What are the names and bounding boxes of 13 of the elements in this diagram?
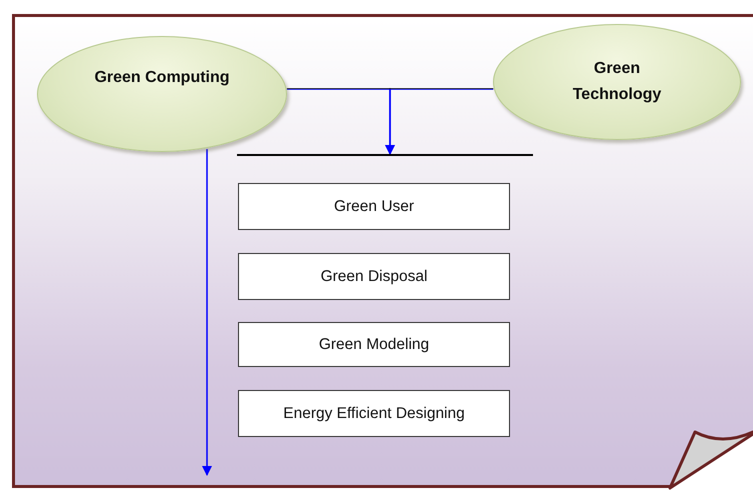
- box-label: Green User: [334, 198, 414, 216]
- box-label: Green Modeling: [318, 336, 430, 354]
- bar-line: [237, 154, 533, 156]
- arrow: [385, 88, 494, 155]
- process-box: [238, 390, 510, 437]
- process-box: [238, 183, 510, 230]
- ellipse-label: Green Computing: [93, 68, 231, 88]
- process-box: [238, 253, 510, 300]
- box-label: Energy Efficient Designing: [283, 404, 465, 422]
- ellipse-label: Green Technology: [572, 59, 662, 105]
- process-box: [238, 322, 510, 367]
- box-label: Green Disposal: [320, 268, 428, 286]
- arrow: [202, 149, 212, 476]
